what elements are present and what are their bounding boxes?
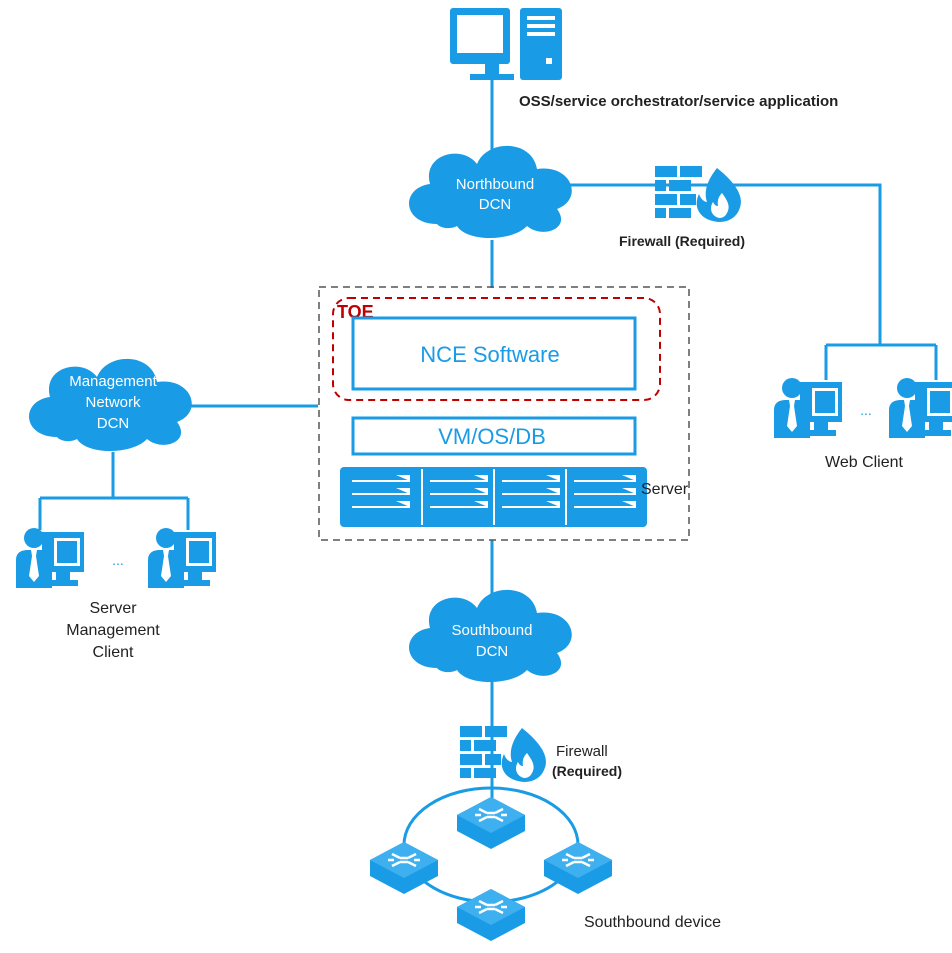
router-icon — [455, 887, 527, 943]
southbound-device-label: Southbound device — [584, 914, 721, 931]
router-icon — [368, 840, 440, 896]
web-client-label: Web Client — [825, 454, 904, 471]
nce-software-label: NCE Software — [420, 342, 559, 367]
management-label-line1: Management — [69, 373, 157, 390]
web-client-icon — [774, 378, 842, 438]
server-management-client-line1: Server — [89, 600, 137, 617]
server-rack-icon — [340, 467, 647, 527]
northbound-label-line2: DCN — [479, 196, 512, 213]
southbound-label-line1: Southbound — [452, 622, 533, 639]
management-clients-ellipsis: ... — [112, 552, 124, 568]
oss-label: OSS/service orchestrator/service applica… — [519, 93, 838, 110]
firewall-bottom-label-line1: Firewall — [556, 743, 608, 760]
server-management-client-icon — [148, 528, 216, 588]
nce-software-box — [351, 316, 637, 391]
toe-boundary — [332, 297, 661, 401]
router-icon — [542, 840, 614, 896]
server-management-client-line3: Client — [93, 644, 134, 661]
southbound-label-line2: DCN — [476, 643, 509, 660]
server-management-client-icon — [16, 528, 84, 588]
management-label-line3: DCN — [97, 415, 130, 432]
firewall-bottom-label-line2: (Required) — [552, 763, 622, 779]
firewall-top-label: Firewall (Required) — [619, 233, 745, 249]
web-clients-ellipsis: ... — [860, 402, 872, 418]
management-label-line2: Network — [85, 394, 141, 411]
northbound-to-webclient-line — [560, 183, 882, 345]
firewall-top-icon — [655, 166, 741, 222]
server-management-client-line2: Management — [66, 622, 160, 639]
vm-os-db-label: VM/OS/DB — [438, 424, 546, 449]
northbound-label-line1: Northbound — [456, 176, 534, 193]
web-client-icon — [889, 378, 952, 438]
router-icon — [455, 795, 527, 851]
server-boundary — [318, 286, 690, 541]
vm-os-db-box — [351, 416, 637, 456]
firewall-bottom-icon — [460, 726, 546, 782]
oss-computer-icon — [450, 8, 562, 80]
server-label: Server — [641, 481, 689, 498]
